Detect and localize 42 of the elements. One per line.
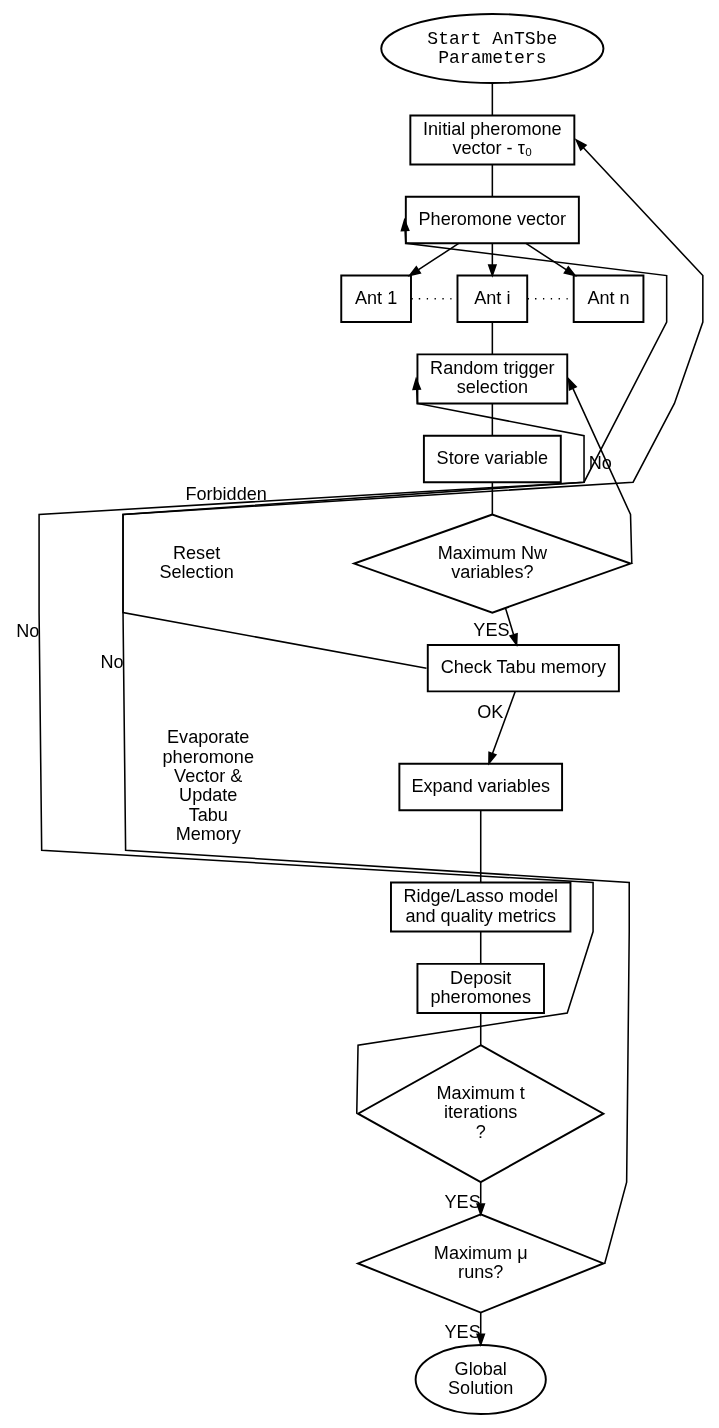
arrow bbox=[525, 242, 577, 277]
connector bbox=[491, 481, 494, 515]
label: Evaporate pheromone Vector & Update Tabu Memory bbox=[162, 727, 254, 845]
node-diamond: Maximum t iterations? bbox=[356, 1044, 606, 1184]
connector bbox=[479, 1012, 482, 1046]
node-diamond: Maximum Nw variables? bbox=[351, 513, 634, 614]
node-box: Ant i bbox=[456, 274, 529, 324]
connector bbox=[491, 163, 494, 198]
arrow bbox=[567, 376, 633, 565]
node-box: Ridge/Lasso model and quality metrics bbox=[390, 881, 572, 933]
label: Reset Selection bbox=[159, 542, 234, 583]
edge-label: YES bbox=[444, 1191, 481, 1212]
connector bbox=[491, 82, 494, 117]
edge-label: No bbox=[100, 651, 124, 672]
connector bbox=[479, 809, 482, 883]
node-box: Initial pheromone vector - τ₀ bbox=[409, 114, 576, 166]
node-diamond: Maximum μ runs? bbox=[355, 1213, 606, 1314]
node-box: Expand variables bbox=[398, 762, 564, 812]
node-box: Deposit pheromones bbox=[416, 962, 545, 1014]
node-box: Ant n bbox=[572, 274, 645, 324]
node-box: Pheromone vector bbox=[404, 195, 580, 245]
node-box: Check Tabu memory bbox=[426, 643, 620, 693]
arrow bbox=[407, 242, 460, 277]
node-box: Random trigger selection bbox=[416, 353, 569, 405]
edge-label: Forbidden bbox=[185, 483, 267, 504]
arrow bbox=[122, 138, 704, 1265]
connector bbox=[491, 321, 494, 355]
node-box: Store variable bbox=[422, 434, 562, 484]
arrow bbox=[488, 691, 516, 766]
arrow bbox=[504, 607, 518, 647]
arrow bbox=[487, 242, 498, 278]
edge-label: No bbox=[16, 620, 40, 641]
arrow bbox=[38, 217, 668, 1115]
node-ellipse: Global Solution bbox=[414, 1344, 547, 1415]
arrow bbox=[122, 376, 585, 669]
node-box: Ant 1 bbox=[340, 274, 412, 324]
edge-label: YES bbox=[444, 1321, 481, 1342]
connector bbox=[479, 931, 482, 965]
edge-label: YES bbox=[473, 619, 510, 640]
edge-label: OK bbox=[477, 701, 504, 722]
node-ellipse: Start AnTSbe Parameters bbox=[380, 12, 605, 84]
connector bbox=[491, 402, 494, 437]
